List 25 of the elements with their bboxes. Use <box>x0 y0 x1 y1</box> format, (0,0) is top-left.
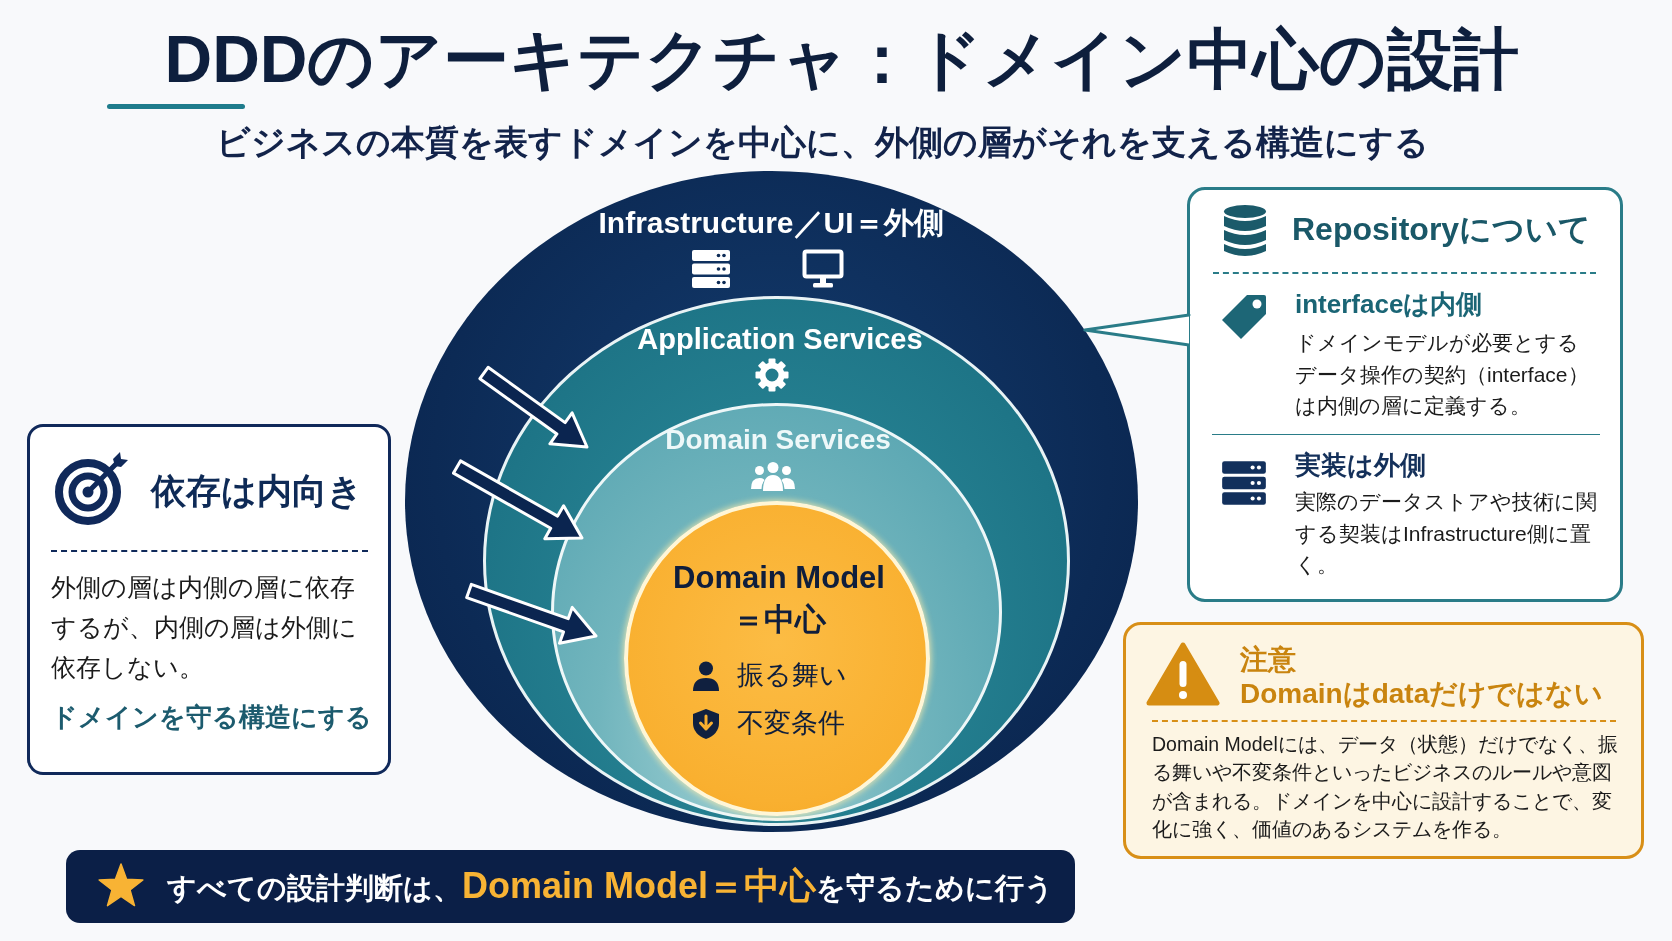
card-heading: 依存は内向き <box>151 470 363 512</box>
info-card <box>27 424 391 775</box>
warning-box <box>1123 622 1644 859</box>
body-text: 外側の層は内側の層に依存するが、内側の層は外側に依存しない。 <box>51 572 358 683</box>
callout-pointer <box>1083 313 1191 347</box>
subtitle: ビジネスの本質を表すドメインを中心に、外側の層がそれを支える構造にする <box>215 122 1429 163</box>
card-heading: Repositoryについて <box>1292 210 1592 249</box>
banner <box>66 850 1075 923</box>
section-heading: 実装は外側 <box>1295 450 1426 482</box>
banner-text: すべての設計判断は、Domain Model＝中心を守るために行う <box>167 864 1054 908</box>
item-text: 不変条件 <box>737 707 845 740</box>
section-heading: interfaceは内側 <box>1295 289 1483 321</box>
highlight-text: ドメインを守る構造にする <box>51 702 372 734</box>
warning-heading: Domainはdataだけではない <box>1240 677 1604 711</box>
body-text: Domain Modelには、データ（状態）だけでなく、振る舞いや不変条件といったビジネスのルールや意図が含まれる。ドメインを中心に設計することで、変化に強く、価値のあるシステムを作る。 <box>1152 732 1619 842</box>
title: DDDのアーキテクチャ：ドメイン中心の設計 <box>164 21 1520 98</box>
warning-heading: 注意 <box>1240 643 1296 677</box>
body-text: 実際のデータストアや技術に関する契装はInfrastructure側に置く。 <box>1295 489 1598 578</box>
layer-label: Application Services <box>637 322 923 357</box>
layer-label: Domain Model ＝中心 <box>672 559 886 639</box>
layer-label: Infrastructure／UI＝外側 <box>598 205 944 241</box>
body-text: ドメインモデルが必要とするデータ操作の契約（interface）は内側の層に定義する。 <box>1295 330 1590 419</box>
layer-label: Domain Services <box>665 423 891 457</box>
callout-box <box>1187 187 1623 602</box>
item-text: 振る舞い <box>737 659 847 692</box>
